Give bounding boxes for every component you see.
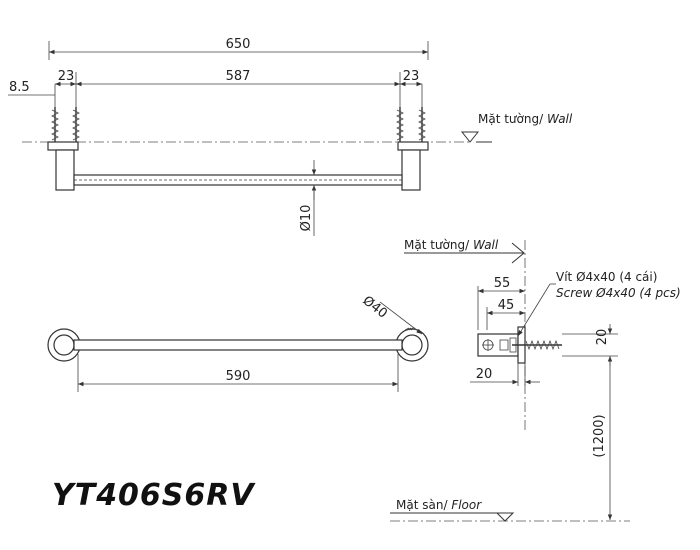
dim-20-height-label: 20 xyxy=(595,329,610,346)
right-screws xyxy=(396,107,426,142)
screw-label-vi: Vít Ø4x40 (4 cái) xyxy=(556,270,657,284)
dim-55-label: 55 xyxy=(494,276,511,291)
dim-23-right-label: 23 xyxy=(403,69,420,84)
dim-650-label: 650 xyxy=(226,37,251,52)
floor-symbol xyxy=(495,512,515,522)
dim-587-label: 587 xyxy=(226,69,251,84)
left-screws xyxy=(51,107,80,142)
dim-590-label: 590 xyxy=(226,369,251,384)
screw-label-en: Screw Ø4x40 (4 pcs) xyxy=(556,286,681,300)
wall-label-top: Mặt tường/ Wall xyxy=(478,112,573,126)
model-name: YT406S6RV xyxy=(52,478,256,513)
dim-1200-label: (1200) xyxy=(592,414,607,457)
wall-symbol-top xyxy=(460,131,480,143)
left-bracket-flange xyxy=(47,141,79,151)
towel-bar-top xyxy=(73,174,403,186)
right-bracket-flange xyxy=(397,141,429,151)
right-rose-inner xyxy=(401,334,423,356)
towel-bar-front xyxy=(73,339,403,351)
front-view: 590 Ø40 xyxy=(47,293,429,392)
side-screw xyxy=(512,339,562,351)
dim-20-width-label: 20 xyxy=(476,367,493,382)
dim-45-label: 45 xyxy=(498,298,515,313)
wall-label-side: Mặt tường/ Wall xyxy=(404,238,499,252)
left-bracket-body xyxy=(55,149,75,191)
right-bracket-body xyxy=(401,149,421,191)
left-rose-inner xyxy=(53,334,75,356)
dim-23-left-label: 23 xyxy=(58,69,75,84)
dim-rose-label: Ø40 xyxy=(360,293,390,321)
dim-tube-label: Ø10 xyxy=(299,205,314,232)
side-view: Mặt tường/ Wall 55 45 Vít Ø4x40 (4 cái) xyxy=(390,238,681,522)
floor-label: Mặt sàn/ Floor xyxy=(396,498,482,512)
top-view: 650 8.5 23 587 23 Mặt tườn xyxy=(8,37,573,236)
wall-symbol-side xyxy=(511,242,525,264)
dim-8-5-label: 8.5 xyxy=(9,80,30,95)
